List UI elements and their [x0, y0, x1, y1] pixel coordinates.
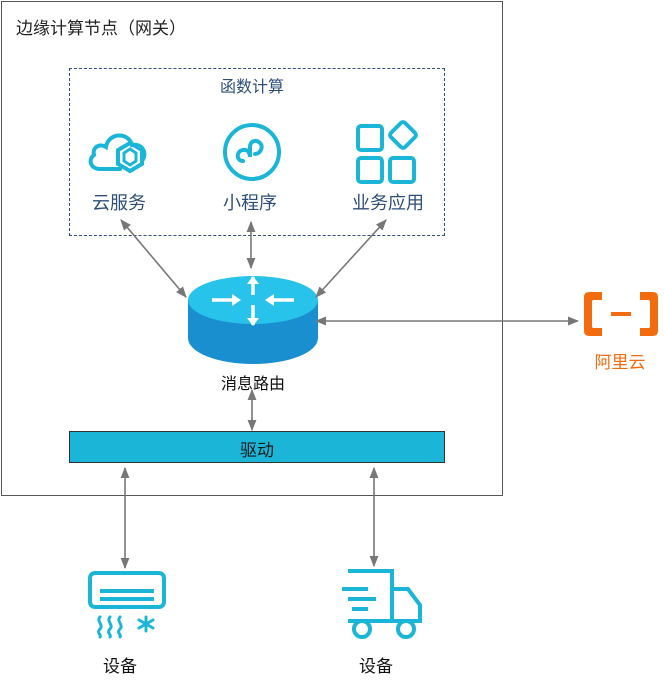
arrow-cloud-router [120, 219, 187, 298]
mini-program-icon [223, 123, 281, 181]
cloud-service-icon [88, 133, 147, 174]
function-item-label: 云服务 [92, 193, 146, 213]
air-conditioner-icon [88, 571, 166, 639]
edge-node-title: 边缘计算节点（网关） [16, 19, 186, 38]
delivery-truck-icon [342, 569, 422, 639]
router-icon [188, 276, 318, 364]
aliyun-label: 阿里云 [594, 353, 646, 372]
function-item-label: 业务应用 [352, 193, 424, 213]
device-label: 设备 [103, 657, 137, 676]
router-label: 消息路由 [220, 376, 285, 393]
aliyun-logo-icon [584, 292, 658, 336]
function-compute-box [69, 68, 445, 236]
function-compute-title: 函数计算 [219, 79, 284, 96]
driver-label: 驱动 [240, 441, 274, 460]
arrow-app-router [315, 219, 387, 298]
device-label: 设备 [359, 657, 393, 676]
function-item-label: 小程序 [223, 193, 277, 213]
edge-node-box [1, 1, 503, 496]
business-app-icon [356, 120, 418, 184]
driver-bar [69, 431, 445, 463]
